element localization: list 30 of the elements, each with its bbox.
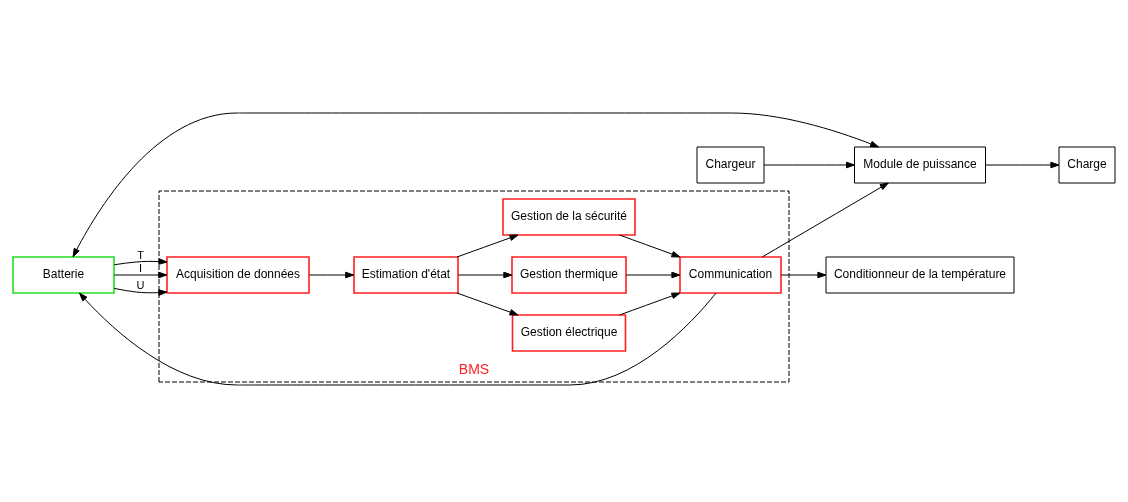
arrow (619, 234, 681, 257)
node-box: Batterie (12, 255, 115, 294)
arrow (456, 234, 519, 257)
arrow (619, 292, 681, 315)
node-box: Gestion thermique (511, 255, 627, 294)
arrow (113, 257, 168, 265)
arrow (79, 292, 717, 385)
arrow (457, 271, 513, 278)
arrow (763, 161, 855, 168)
arrow (625, 271, 681, 278)
edge-label: I (138, 261, 143, 274)
arrow (761, 182, 889, 257)
arrow (72, 112, 880, 257)
edge-label: T (137, 248, 144, 261)
node-box: Acquisition de données (166, 255, 310, 294)
node-box: Module de puissance (854, 146, 986, 183)
node-box: Gestion de la sécurité (502, 197, 636, 236)
arrow (308, 271, 355, 278)
node-box: Estimation d'état (353, 255, 459, 294)
node-box: Gestion électrique (511, 313, 627, 352)
node-box: Charge (1058, 146, 1116, 183)
node-box: Chargeur (696, 146, 765, 183)
edge-label: U (136, 278, 145, 291)
arrow (113, 287, 168, 296)
arrow (456, 292, 519, 315)
arrow (985, 161, 1060, 168)
arrow (780, 271, 827, 278)
node-box: Communication (679, 255, 782, 294)
node-box: Conditionneur de la température (825, 256, 1015, 293)
arrow (113, 271, 168, 278)
